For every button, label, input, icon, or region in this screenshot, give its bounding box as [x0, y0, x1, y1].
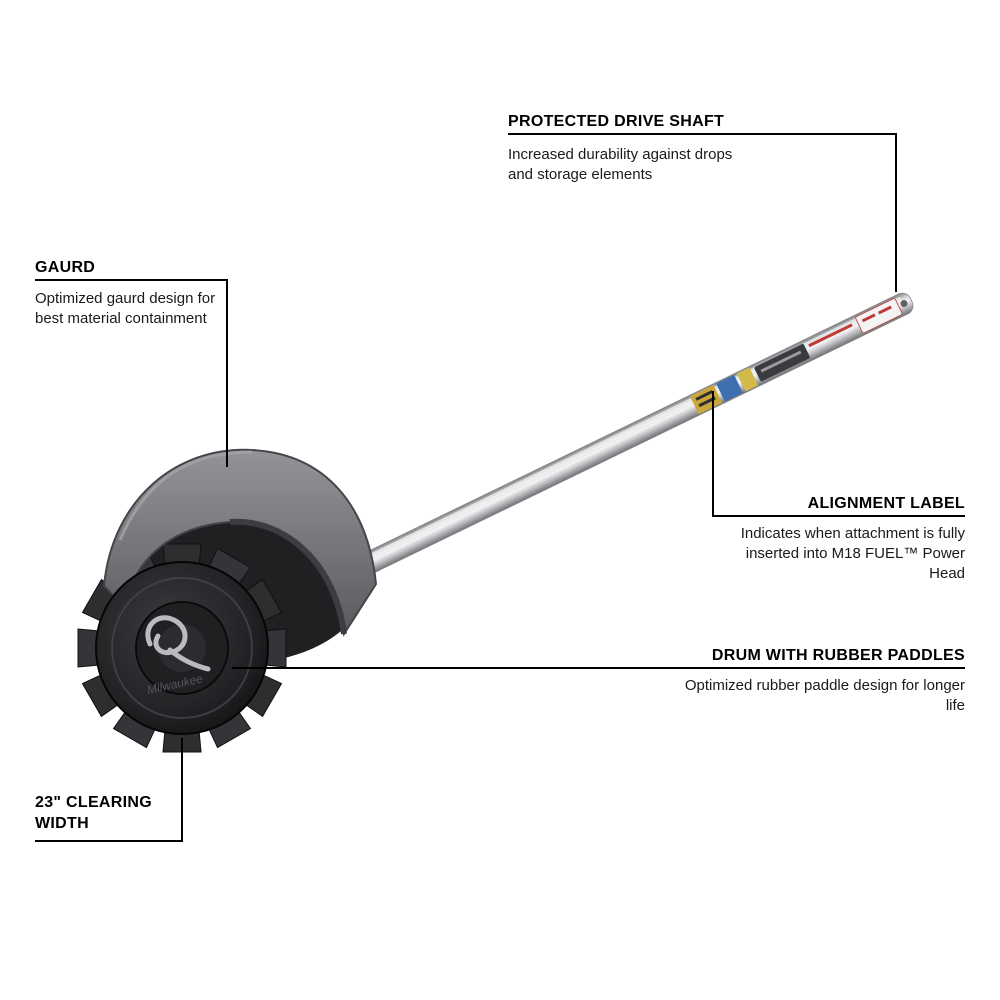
- callout-clearing-width: 23" CLEARING WIDTH: [35, 792, 185, 834]
- callout-description: Indicates when attachment is fully inser…: [740, 525, 965, 582]
- leader-line-clearing-width: [35, 738, 183, 842]
- leader-line-drive-shaft: [508, 133, 897, 292]
- decal-blue: [716, 374, 743, 402]
- leader-line-guard: [35, 279, 228, 467]
- drum-face: Milwaukee: [95, 561, 269, 735]
- shaft-end-cap: [900, 300, 908, 308]
- drive-shaft: [276, 292, 914, 617]
- red-pinstripe: [808, 323, 853, 348]
- shaft-decals: [690, 298, 903, 415]
- callout-title: ALIGNMENT LABEL: [807, 495, 965, 512]
- guard-top-highlight: [118, 450, 253, 541]
- callout-guard: GAURD Optimized gaurd design for best ma…: [35, 258, 220, 329]
- guard-inner-edge: [229, 518, 347, 635]
- callout-description: Increased durability against drops and s…: [508, 146, 733, 183]
- callout-title: DRUM WITH RUBBER PADDLES: [711, 647, 965, 664]
- callout-drum-rubber-paddles: DRUM WITH RUBBER PADDLES Optimized rubbe…: [675, 646, 965, 716]
- callout-description: Optimized gaurd design for best material…: [35, 290, 216, 327]
- callout-title: GAURD: [35, 259, 96, 276]
- callout-title: 23" CLEARING WIDTH: [35, 794, 152, 832]
- callout-description: Optimized rubber paddle design for longe…: [684, 677, 965, 714]
- leader-line-alignment-label: [712, 391, 965, 517]
- callout-protected-drive-shaft: PROTECTED DRIVE SHAFT Increased durabili…: [508, 112, 758, 185]
- callout-alignment-label: ALIGNMENT LABEL Indicates when attachmen…: [725, 494, 965, 584]
- warning-decal-yellow: [690, 384, 723, 415]
- hitch-pin-icon: [145, 615, 211, 672]
- decal-yellow-small: [736, 367, 759, 392]
- guard: [102, 448, 378, 637]
- callout-title: PROTECTED DRIVE SHAFT: [508, 113, 725, 130]
